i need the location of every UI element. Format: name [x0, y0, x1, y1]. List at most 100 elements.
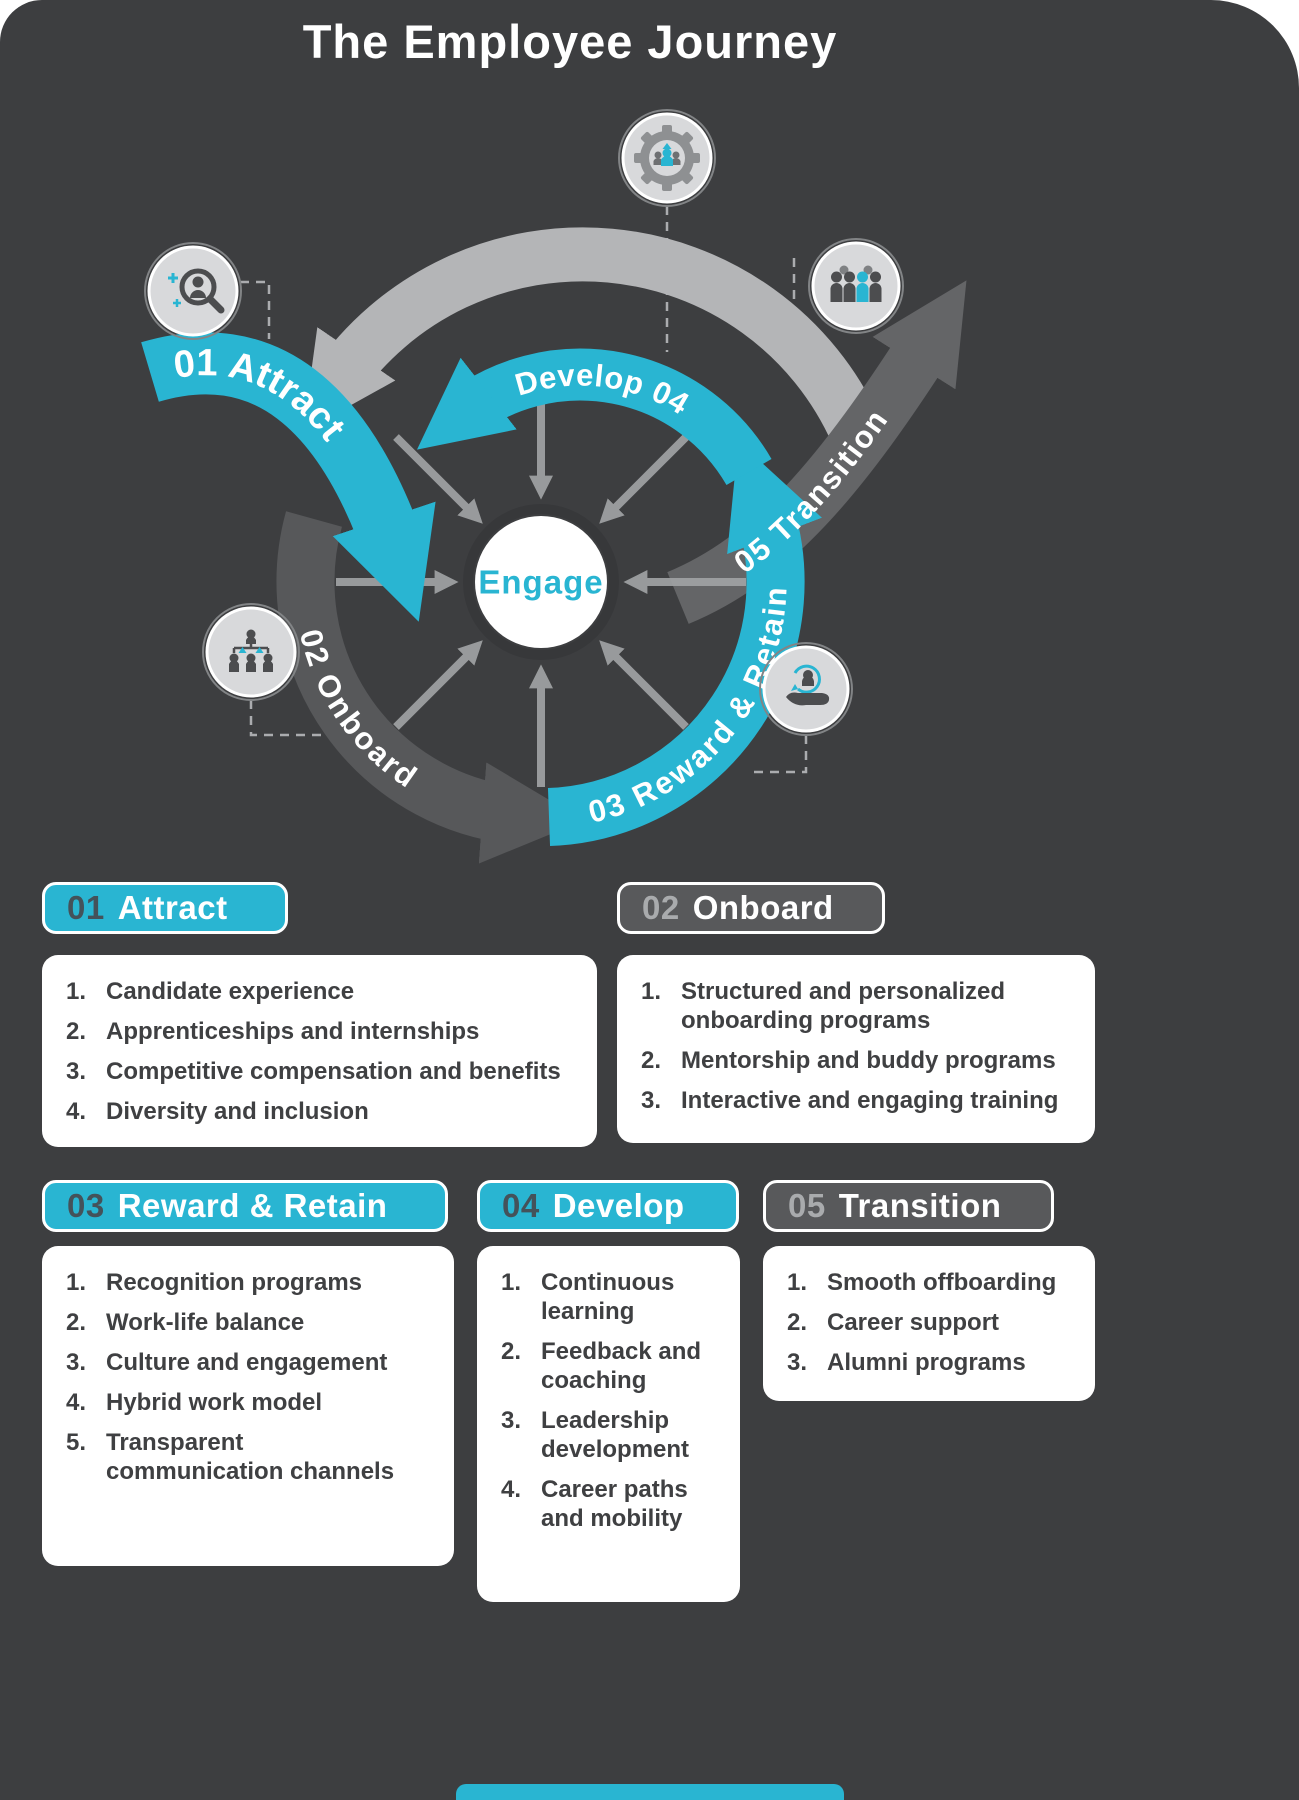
list-item: 2. Feedback and coaching	[501, 1337, 710, 1395]
list-item: 3. Alumni programs	[787, 1348, 1065, 1377]
card-title: Attract	[117, 889, 228, 926]
item-number: 1.	[66, 1269, 87, 1296]
connector-talent-search	[240, 280, 271, 339]
item-text: Mentorship and buddy programs	[681, 1047, 1056, 1074]
card-title: Onboard	[692, 889, 834, 926]
item-text: Leadership development	[541, 1407, 690, 1463]
list-item: 2. Apprenticeships and internships	[66, 1017, 567, 1046]
item-text: Competitive compensation and benefits	[106, 1058, 561, 1085]
list-item: 1. Recognition programs	[66, 1268, 424, 1297]
list-item: 1. Candidate experience	[66, 977, 567, 1006]
item-number: 2.	[641, 1047, 662, 1074]
list-item: 2. Career support	[787, 1308, 1065, 1337]
engage-label: Engage	[478, 564, 603, 601]
onboard-arrow	[276, 511, 584, 864]
list-item: 4. Career paths and mobility	[501, 1475, 710, 1533]
item-number: 4.	[66, 1098, 87, 1125]
item-number: 3.	[66, 1058, 87, 1085]
item-text: Career support	[827, 1309, 1000, 1336]
item-text: Alumni programs	[827, 1349, 1026, 1376]
card-items: 1. Continuous learning 2. Feedback and c…	[501, 1268, 710, 1533]
card-header-reward-retain: 03 Reward & Retain	[42, 1180, 448, 1232]
card-header-onboard: 02 Onboard	[617, 882, 885, 934]
card-onboard: 1. Structured and personalized onboardin…	[617, 955, 1095, 1143]
card-title: Reward & Retain	[117, 1187, 388, 1224]
employee-journey-diagram: Engage 01 Attract 02 Onboard 03 Reward &…	[141, 109, 967, 864]
list-item: 2. Work-life balance	[66, 1308, 424, 1337]
item-text: Candidate experience	[106, 978, 355, 1005]
footer-accent-tab	[456, 1784, 844, 1800]
team-gear-icon	[618, 109, 716, 207]
item-text: Culture and engagement	[106, 1349, 388, 1376]
card-title: Transition	[838, 1187, 1002, 1224]
item-number: 1.	[66, 978, 87, 1005]
card-number: 01	[67, 889, 105, 926]
card-header-transition: 05 Transition	[763, 1180, 1054, 1232]
item-text: Recognition programs	[106, 1269, 363, 1296]
item-number: 4.	[66, 1389, 87, 1416]
cycle-arrow	[302, 227, 882, 444]
card-number: 05	[788, 1187, 826, 1224]
list-item: 1. Smooth offboarding	[787, 1268, 1065, 1297]
people-group-icon	[808, 238, 904, 334]
page-title: The Employee Journey	[302, 15, 838, 68]
item-number: 5.	[66, 1429, 87, 1456]
list-item: 4. Diversity and inclusion	[66, 1097, 567, 1126]
list-item: 1. Continuous learning	[501, 1268, 710, 1326]
list-item: 3. Leadership development	[501, 1406, 710, 1464]
list-item: 2. Mentorship and buddy programs	[641, 1046, 1065, 1075]
item-text: Career paths and mobility	[541, 1476, 688, 1532]
card-transition: 1. Smooth offboarding 2. Career support …	[763, 1246, 1095, 1401]
card-items: 1. Recognition programs 2. Work-life bal…	[66, 1268, 424, 1486]
item-number: 1.	[787, 1269, 808, 1296]
list-item: 1. Structured and personalized onboardin…	[641, 977, 1065, 1035]
item-number: 2.	[787, 1309, 808, 1336]
item-text: Diversity and inclusion	[106, 1098, 369, 1125]
item-number: 2.	[501, 1338, 522, 1365]
engage-hub-shadow	[463, 504, 619, 660]
item-text: Apprenticeships and internships	[106, 1018, 480, 1045]
engage-hub	[475, 516, 607, 648]
card-items: 1. Structured and personalized onboardin…	[641, 977, 1065, 1115]
card-number: 02	[642, 889, 680, 926]
item-number: 2.	[66, 1018, 87, 1045]
item-text: Feedback and coaching	[541, 1338, 702, 1394]
list-item: 5. Transparent communication channels	[66, 1428, 424, 1486]
item-text: Transparent communication channels	[106, 1429, 395, 1485]
card-items: 1. Smooth offboarding 2. Career support …	[787, 1268, 1065, 1377]
connector-retention	[748, 735, 808, 774]
item-number: 3.	[787, 1349, 808, 1376]
card-header-attract: 01 Attract	[42, 882, 288, 934]
employee-retention-icon	[759, 642, 853, 736]
item-number: 3.	[641, 1087, 662, 1114]
diagram-icons	[144, 109, 904, 736]
card-reward-retain: 1. Recognition programs 2. Work-life bal…	[42, 1246, 454, 1566]
item-number: 1.	[501, 1269, 522, 1296]
card-title: Develop	[552, 1187, 685, 1224]
attract-arrow	[141, 332, 436, 622]
card-number: 04	[502, 1187, 540, 1224]
card-items: 1. Candidate experience 2. Apprenticeshi…	[66, 977, 567, 1126]
develop-arrow	[416, 348, 772, 486]
item-text: Hybrid work model	[106, 1389, 323, 1416]
item-text: Smooth offboarding	[827, 1269, 1057, 1296]
item-text: Work-life balance	[106, 1309, 305, 1336]
item-number: 4.	[501, 1476, 522, 1503]
item-text: Interactive and engaging training	[681, 1087, 1059, 1114]
card-attract: 1. Candidate experience 2. Apprenticeshi…	[42, 955, 597, 1147]
card-header-develop: 04 Develop	[477, 1180, 739, 1232]
list-item: 3. Interactive and engaging training	[641, 1086, 1065, 1115]
item-number: 2.	[66, 1309, 87, 1336]
arc-label-transition: 05 Transition	[727, 402, 894, 580]
item-number: 3.	[66, 1349, 87, 1376]
item-text: Continuous learning	[541, 1269, 675, 1325]
list-item: 3. Culture and engagement	[66, 1348, 424, 1377]
card-develop: 1. Continuous learning 2. Feedback and c…	[477, 1246, 740, 1602]
item-number: 3.	[501, 1407, 522, 1434]
reward-retain-arrow	[547, 441, 822, 846]
list-item: 3. Competitive compensation and benefits	[66, 1057, 567, 1086]
item-number: 1.	[641, 978, 662, 1005]
item-text: Structured and personalized onboarding p…	[681, 978, 1006, 1034]
list-item: 4. Hybrid work model	[66, 1388, 424, 1417]
